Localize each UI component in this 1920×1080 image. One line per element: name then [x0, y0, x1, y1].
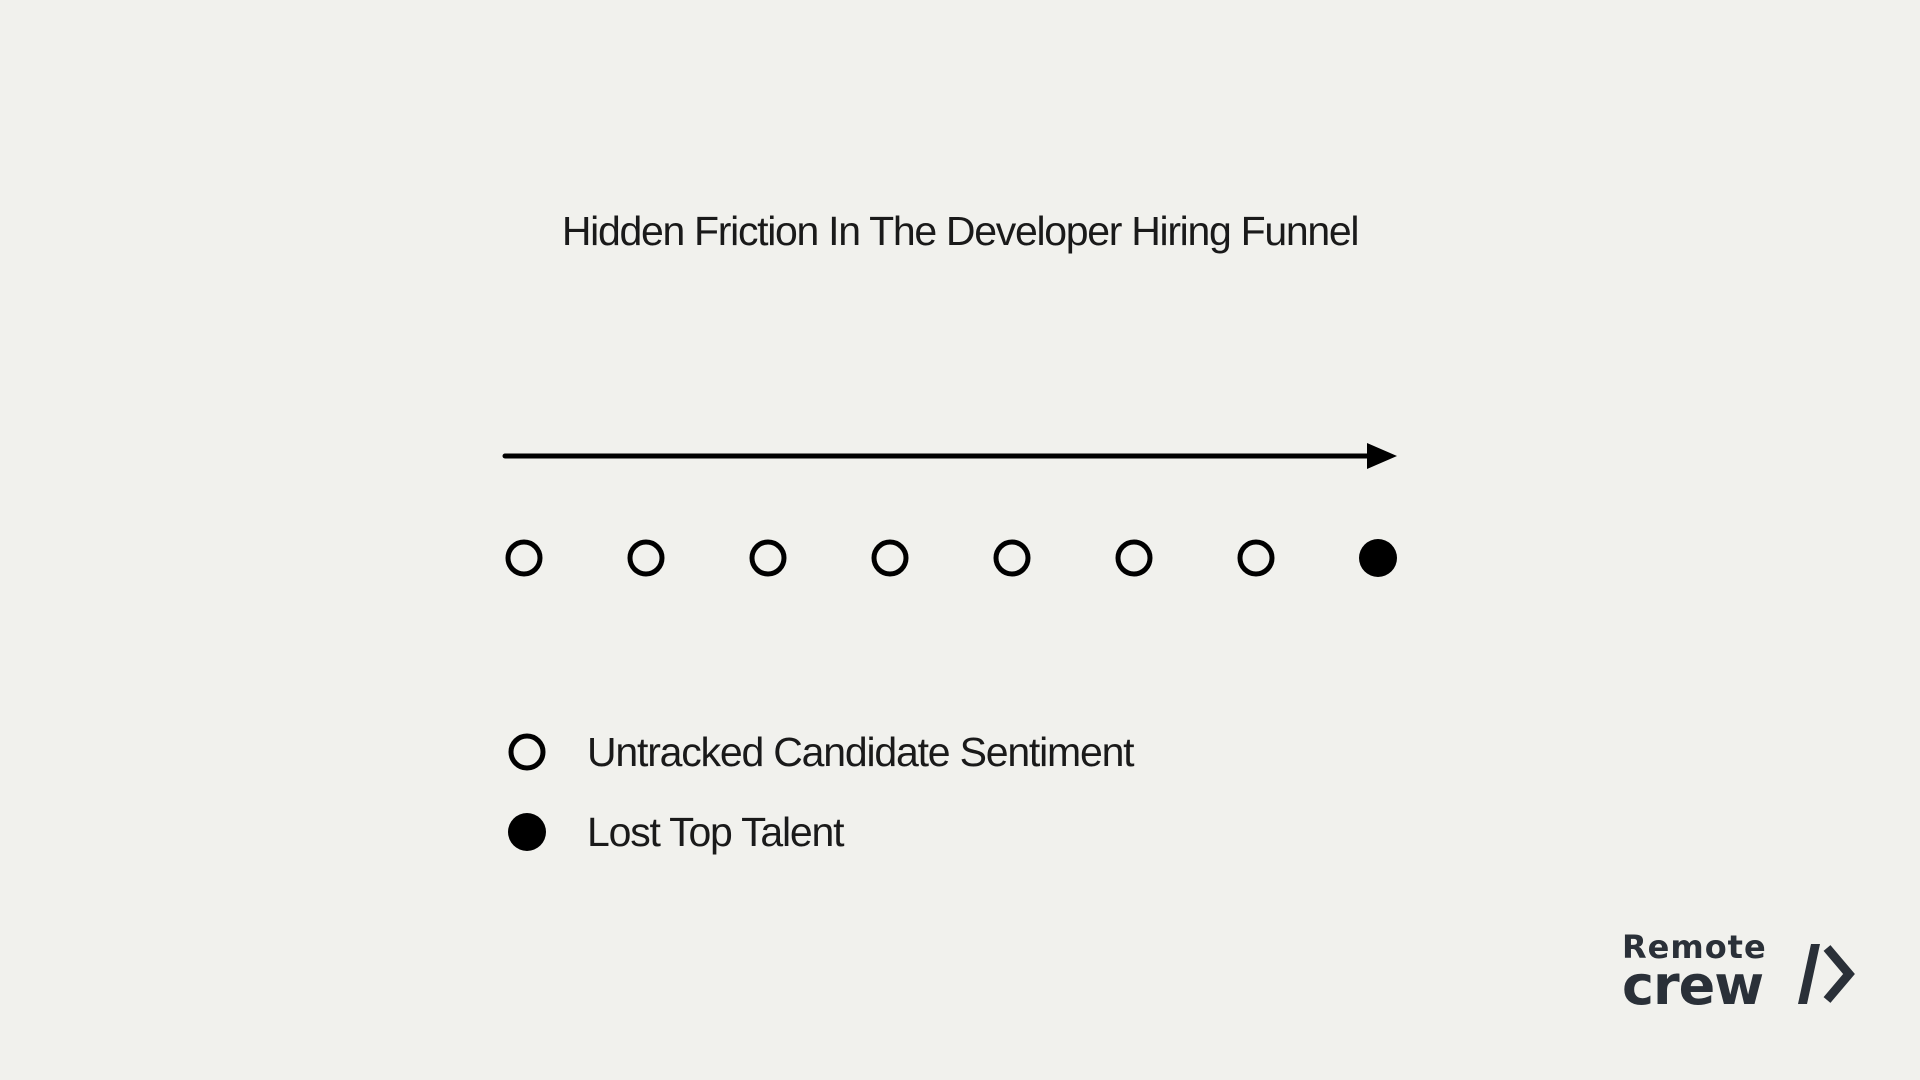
slash-chevron-icon: [1798, 944, 1855, 1004]
logo-text-remote: Remote: [1622, 928, 1767, 966]
timeline-arrow: [502, 443, 1397, 469]
diagram-title: Hidden Friction In The Developer Hiring …: [561, 208, 1360, 254]
stage-marker-open: [749, 539, 787, 577]
stage-marker-filled: [1359, 539, 1397, 577]
stage-marker-open: [1115, 539, 1153, 577]
open-circle-icon: [508, 733, 546, 771]
legend-label-open: Untracked Candidate Sentiment: [587, 728, 1135, 775]
legend-label-filled: Lost Top Talent: [587, 808, 845, 855]
stage-marker-open: [993, 539, 1031, 577]
remote-crew-logo: Remote crew: [1622, 928, 1855, 1017]
stage-marker-open: [627, 539, 665, 577]
stage-marker-open: [505, 539, 543, 577]
logo-text-crew: crew: [1622, 954, 1764, 1017]
stage-marker-open: [871, 539, 909, 577]
filled-circle-icon: [508, 813, 546, 851]
legend-item-filled: Lost Top Talent: [506, 792, 1133, 872]
stage-marker-open: [1237, 539, 1275, 577]
legend: Untracked Candidate Sentiment Lost Top T…: [506, 712, 1135, 872]
legend-item-open: Untracked Candidate Sentiment: [506, 712, 1135, 792]
stage-markers: [505, 539, 1397, 577]
